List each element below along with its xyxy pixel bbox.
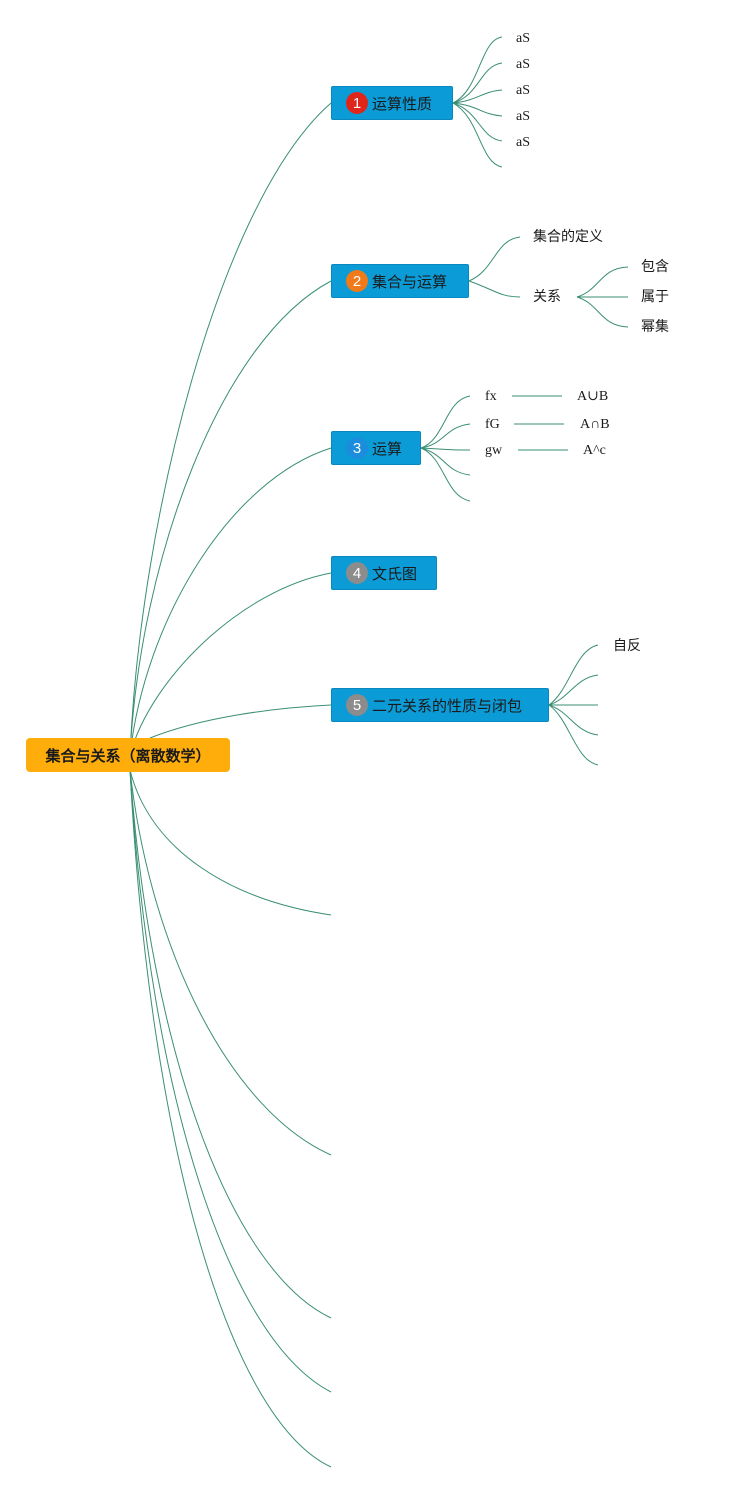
number-badge-2-icon: 2	[346, 270, 368, 292]
topic-1-child-1[interactable]: aS	[516, 31, 530, 46]
operation-fx-node[interactable]: fx	[485, 389, 497, 404]
edge-t1-c3	[452, 89, 503, 104]
number-badge-4-icon: 4	[346, 562, 368, 584]
edge-rel-c1	[576, 266, 629, 298]
relation-child-contains[interactable]: 包含	[641, 259, 669, 275]
edge-t5-c1	[548, 644, 599, 706]
edge-t3-c3	[420, 447, 471, 451]
topic-3-label: 运算	[372, 439, 403, 458]
topic-4-label: 文氏图	[372, 564, 418, 583]
topic-1-node[interactable]: 1 运算性质	[331, 86, 453, 120]
root-topic[interactable]: 集合与关系（离散数学）	[26, 738, 230, 772]
topic-5-node[interactable]: 5 二元关系的性质与闭包	[331, 688, 549, 722]
edge-root-topic-2	[129, 280, 332, 756]
root-topic-label: 集合与关系（离散数学）	[45, 746, 211, 765]
topic-1-child-3[interactable]: aS	[516, 83, 530, 98]
edge-root-empty-5	[129, 769, 332, 1468]
edge-t1-c6	[452, 102, 503, 168]
topic-5-label: 二元关系的性质与闭包	[372, 696, 523, 715]
edge-root-topic-3	[129, 447, 332, 756]
relation-node[interactable]: 关系	[533, 289, 561, 305]
edge-t1-c1	[452, 36, 503, 104]
edge-t2-rel	[468, 280, 521, 298]
number-badge-3-icon: 3	[346, 437, 368, 459]
edge-t1-c2	[452, 62, 503, 104]
edge-t5-c5	[548, 704, 599, 766]
edge-t3-c1	[420, 395, 471, 449]
topic-2-label: 集合与运算	[372, 272, 448, 291]
operation-fg-value[interactable]: A∩B	[580, 417, 610, 432]
topic-1-child-5[interactable]: aS	[516, 135, 530, 150]
set-definition-node[interactable]: 集合的定义	[533, 229, 603, 245]
operation-fx-value[interactable]: A∪B	[577, 389, 609, 404]
topic-4-node[interactable]: 4 文氏图	[331, 556, 437, 590]
topic-1-child-4[interactable]: aS	[516, 109, 530, 124]
relation-child-belongs[interactable]: 属于	[641, 289, 669, 305]
edge-t5-c2	[548, 674, 599, 706]
operation-gw-node[interactable]: gw	[485, 443, 503, 458]
edge-root-empty-1	[129, 769, 332, 916]
edge-root-empty-4	[129, 769, 332, 1393]
edge-t2-def	[468, 236, 521, 282]
edge-t1-c4	[452, 102, 503, 117]
edge-t3-c4	[420, 447, 471, 476]
topic-1-label: 运算性质	[372, 94, 433, 113]
edge-root-topic-4	[129, 572, 332, 756]
topic-2-node[interactable]: 2 集合与运算	[331, 264, 469, 298]
edge-t3-c5	[420, 447, 471, 502]
edge-t1-c5	[452, 102, 503, 142]
relation-child-powerset[interactable]: 幂集	[641, 319, 669, 335]
edge-root-empty-3	[129, 769, 332, 1319]
operation-fg-node[interactable]: fG	[485, 417, 500, 432]
edge-root-topic-1	[129, 102, 332, 756]
reflexive-node[interactable]: 自反	[613, 638, 641, 654]
edge-root-empty-2	[129, 769, 332, 1156]
operation-gw-value[interactable]: A^c	[583, 443, 606, 458]
edge-t3-c2	[420, 423, 471, 449]
number-badge-1-icon: 1	[346, 92, 368, 114]
number-badge-5-icon: 5	[346, 694, 368, 716]
edge-t5-c4	[548, 704, 599, 736]
edge-root-topic-5	[149, 704, 332, 739]
topic-1-child-2[interactable]: aS	[516, 57, 530, 72]
topic-3-node[interactable]: 3 运算	[331, 431, 421, 465]
edge-rel-c3	[576, 296, 629, 328]
